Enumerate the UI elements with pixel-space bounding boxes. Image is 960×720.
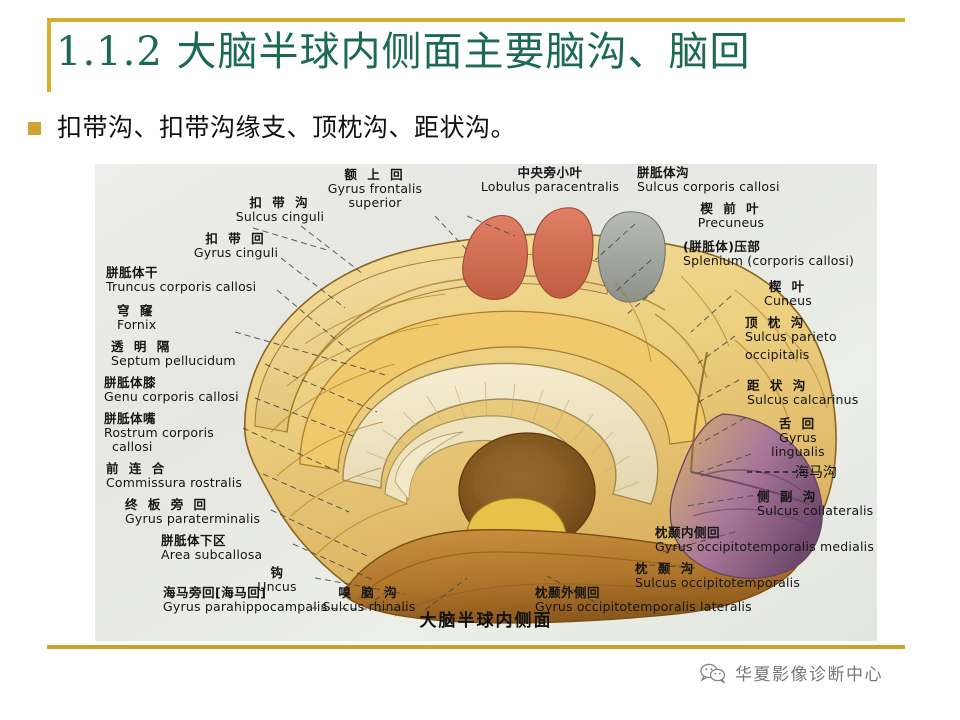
watermark: 华夏影像诊断中心 [700,660,883,685]
label-uncus: 钩 Uncus [257,565,297,594]
anatomy-figure: 额 上 回 Gyrus frontalis superior 中央旁小叶 Lob… [95,164,877,641]
label-fornix: 穹 窿 Fornix [117,303,157,332]
label-precuneus: 楔 前 叶 Precuneus [697,201,765,230]
gold-bottom-rule [47,645,905,649]
figure-caption: 大脑半球内侧面 [419,611,553,631]
label-sulcus-parieto-occipitalis: 顶 枕 沟 Sulcus parieto occipitalis [745,315,837,362]
label-rostrum-corporis-callosi: 胼胝体嘴 Rostrum corporis callosi [104,411,214,454]
label-truncus-corporis-callosi: 胼胝体干 Truncus corporis callosi [106,265,257,294]
label-splenium-corporis-callosi: (胼胝体)压部 Splenium (corporis callosi) [683,239,855,268]
label-sulcus-cinguli: 扣 带 沟 Sulcus cinguli [235,195,325,224]
bullet-row: 扣带沟、扣带沟缘支、顶枕沟、距状沟。 [28,108,516,144]
label-gyrus-parahippocampalis: 海马旁回[海马回] Gyrus parahippocampalis [163,585,328,614]
bullet-text: 扣带沟、扣带沟缘支、顶枕沟、距状沟。 [57,113,517,142]
label-sulcus-corporis-callosi: 胼胝体沟 Sulcus corporis callosi [637,165,780,194]
bullet-square-icon [28,121,41,135]
gold-left-rule [47,18,51,92]
label-area-subcallosa: 胼胝体下区 Area subcallosa [161,533,263,562]
annotation-hippocampal-sulcus: 海马沟 [795,465,837,481]
label-lobulus-paracentralis: 中央旁小叶 Lobulus paracentralis [480,165,620,194]
brain-illustration [234,207,837,624]
label-sulcus-rhinalis: 嗅 脑 沟 Sulcus rhinalis [322,585,416,614]
label-genu-corporis-callosi: 胼胝体膝 Genu corporis callosi [104,375,239,404]
label-septum-pellucidum: 透 明 隔 Septum pellucidum [111,339,236,368]
label-sulcus-calcarinus: 距 状 沟 Sulcus calcarinus [747,378,859,407]
label-commissura-rostralis: 前 连 合 Commissura rostralis [106,461,243,490]
label-gyrus-frontalis-superior: 额 上 回 Gyrus frontalis superior [327,167,423,210]
gold-top-rule [47,18,905,22]
slide-title: 1.1.2 大脑半球内侧面主要脑沟、脑回 [56,29,751,75]
wechat-icon [700,663,726,683]
label-sulcus-occipitotemporalis: 枕 颞 沟 Sulcus occipitotemporalis [635,561,801,590]
label-gyrus-cinguli: 扣 带 回 Gyrus cinguli [193,231,279,260]
label-sulcus-collateralis: 侧 副 沟 Sulcus collateralis [757,489,874,518]
label-gyrus-occipitotemporalis-lateralis: 枕颞外侧回 Gyrus occipitotemporalis lateralis [535,585,752,614]
label-gyrus-lingualis: 舌 回 Gyrus lingualis [771,416,825,459]
watermark-text: 华夏影像诊断中心 [735,665,883,685]
annotation-leader-line [747,471,805,473]
label-cuneus: 楔 叶 Cuneus [764,279,812,308]
label-gyrus-paraterminalis: 终 板 旁 回 Gyrus paraterminalis [125,497,261,526]
label-gyrus-occipitotemporalis-medialis: 枕颞内侧回 Gyrus occipitotemporalis medialis [655,525,875,554]
